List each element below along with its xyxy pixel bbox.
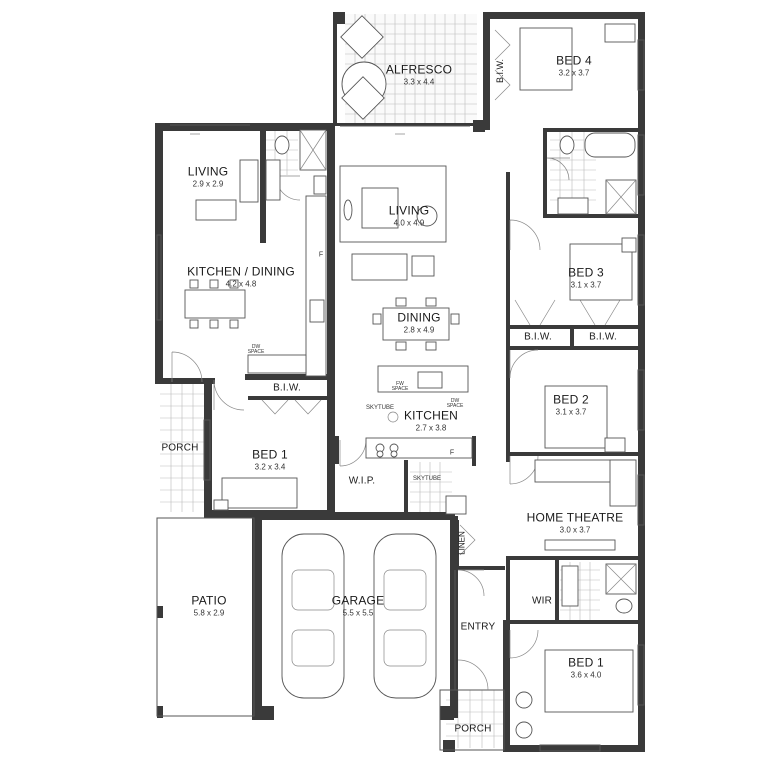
porch-left-tiles bbox=[160, 384, 204, 512]
outlines bbox=[156, 39, 645, 752]
room-name: GARAGE bbox=[331, 593, 385, 608]
room-dimensions: 3.3 x 4.4 bbox=[403, 77, 435, 87]
room-living-left: LIVING 2.9 x 2.9 bbox=[187, 164, 229, 189]
label-fw-space: FW SPACE bbox=[391, 381, 409, 392]
room-bed4: BED 4 3.2 x 3.7 bbox=[556, 53, 592, 78]
room-name: BED 1 bbox=[568, 655, 604, 670]
label-porch-bottom: PORCH bbox=[454, 723, 491, 735]
label-linen: LINEN bbox=[457, 531, 467, 555]
room-name: HOME THEATRE bbox=[526, 510, 624, 525]
room-bed2: BED 2 3.1 x 3.7 bbox=[553, 392, 589, 417]
room-patio: PATIO 5.8 x 2.9 bbox=[191, 593, 227, 618]
room-dimensions: 4.2 x 4.8 bbox=[225, 279, 257, 289]
room-garage: GARAGE 5.5 x 5.5 bbox=[331, 593, 385, 618]
biw-left-text: B.I.W. bbox=[524, 331, 552, 343]
porch-bottom-tiles bbox=[446, 690, 503, 748]
label-entry: ENTRY bbox=[461, 621, 496, 633]
room-name: LIVING bbox=[388, 203, 430, 218]
room-bed1-left: BED 1 3.2 x 3.4 bbox=[252, 447, 288, 472]
porch-bottom-text: PORCH bbox=[454, 723, 492, 735]
label-dw-space-kitchen: DW SPACE bbox=[446, 398, 464, 409]
biw-right-text: B.I.W. bbox=[589, 331, 617, 343]
label-biw-left: B.I.W. bbox=[524, 331, 552, 343]
room-living-center: LIVING 4.0 x 4.9 bbox=[388, 203, 430, 228]
biw-bed1-text: B.I.W. bbox=[273, 382, 301, 394]
label-fridge-kitchen: F bbox=[449, 449, 455, 457]
room-name: DINING bbox=[397, 310, 441, 325]
room-dimensions: 3.1 x 3.7 bbox=[555, 407, 587, 417]
label-biw-right: B.I.W. bbox=[589, 331, 617, 343]
room-kitchen-dining: KITCHEN / DINING 4.2 x 4.8 bbox=[187, 264, 295, 289]
label-skytube-wip: SKYTUBE bbox=[412, 476, 442, 482]
walls bbox=[155, 12, 645, 752]
porch-left-text: PORCH bbox=[161, 442, 199, 454]
label-porch-left: PORCH bbox=[161, 442, 198, 454]
room-name: LIVING bbox=[187, 164, 229, 179]
room-dimensions: 2.9 x 2.9 bbox=[192, 179, 224, 189]
label-biw-top: B.I.W. bbox=[495, 58, 505, 84]
room-dimensions: 2.8 x 4.9 bbox=[403, 325, 435, 335]
room-kitchen: KITCHEN 2.7 x 3.8 bbox=[403, 408, 459, 433]
room-dimensions: 4.0 x 4.9 bbox=[393, 218, 425, 228]
wir-text: WIR bbox=[531, 595, 553, 607]
label-skytube-kitchen: SKYTUBE bbox=[365, 405, 395, 411]
entry-text: ENTRY bbox=[460, 621, 496, 633]
wip-text: W.I.P. bbox=[348, 475, 376, 487]
label-wip: W.I.P. bbox=[349, 475, 376, 487]
room-bed1-right: BED 1 3.6 x 4.0 bbox=[568, 655, 604, 680]
label-fridge-left: F bbox=[318, 251, 324, 259]
room-dimensions: 5.5 x 5.5 bbox=[342, 608, 374, 618]
label-biw-bed1: B.I.W. bbox=[273, 382, 301, 394]
label-wir: WIR bbox=[532, 595, 552, 607]
room-name: BED 2 bbox=[553, 392, 589, 407]
room-dimensions: 5.8 x 2.9 bbox=[193, 608, 225, 618]
room-name: BED 1 bbox=[252, 447, 288, 462]
room-dining: DINING 2.8 x 4.9 bbox=[397, 310, 441, 335]
room-dimensions: 3.1 x 3.7 bbox=[570, 280, 602, 290]
room-name: BED 4 bbox=[556, 53, 592, 68]
room-dimensions: 3.0 x 3.7 bbox=[559, 525, 591, 535]
room-dimensions: 3.6 x 4.0 bbox=[570, 670, 602, 680]
label-dw-space-left: DW SPACE bbox=[247, 344, 265, 355]
room-home-theatre: HOME THEATRE 3.0 x 3.7 bbox=[526, 510, 624, 535]
alfresco-furniture bbox=[340, 15, 387, 120]
room-name: PATIO bbox=[191, 593, 227, 608]
furniture bbox=[184, 23, 637, 739]
room-dimensions: 3.2 x 3.7 bbox=[558, 68, 590, 78]
room-name: ALFRESCO bbox=[385, 62, 453, 77]
room-name: BED 3 bbox=[568, 265, 604, 280]
room-dimensions: 2.7 x 3.8 bbox=[415, 423, 447, 433]
room-name: KITCHEN bbox=[403, 408, 459, 423]
room-name: KITCHEN / DINING bbox=[187, 264, 295, 279]
room-dimensions: 3.2 x 3.4 bbox=[254, 462, 286, 472]
room-bed3: BED 3 3.1 x 3.7 bbox=[568, 265, 604, 290]
room-alfresco: ALFRESCO 3.3 x 4.4 bbox=[385, 62, 453, 87]
